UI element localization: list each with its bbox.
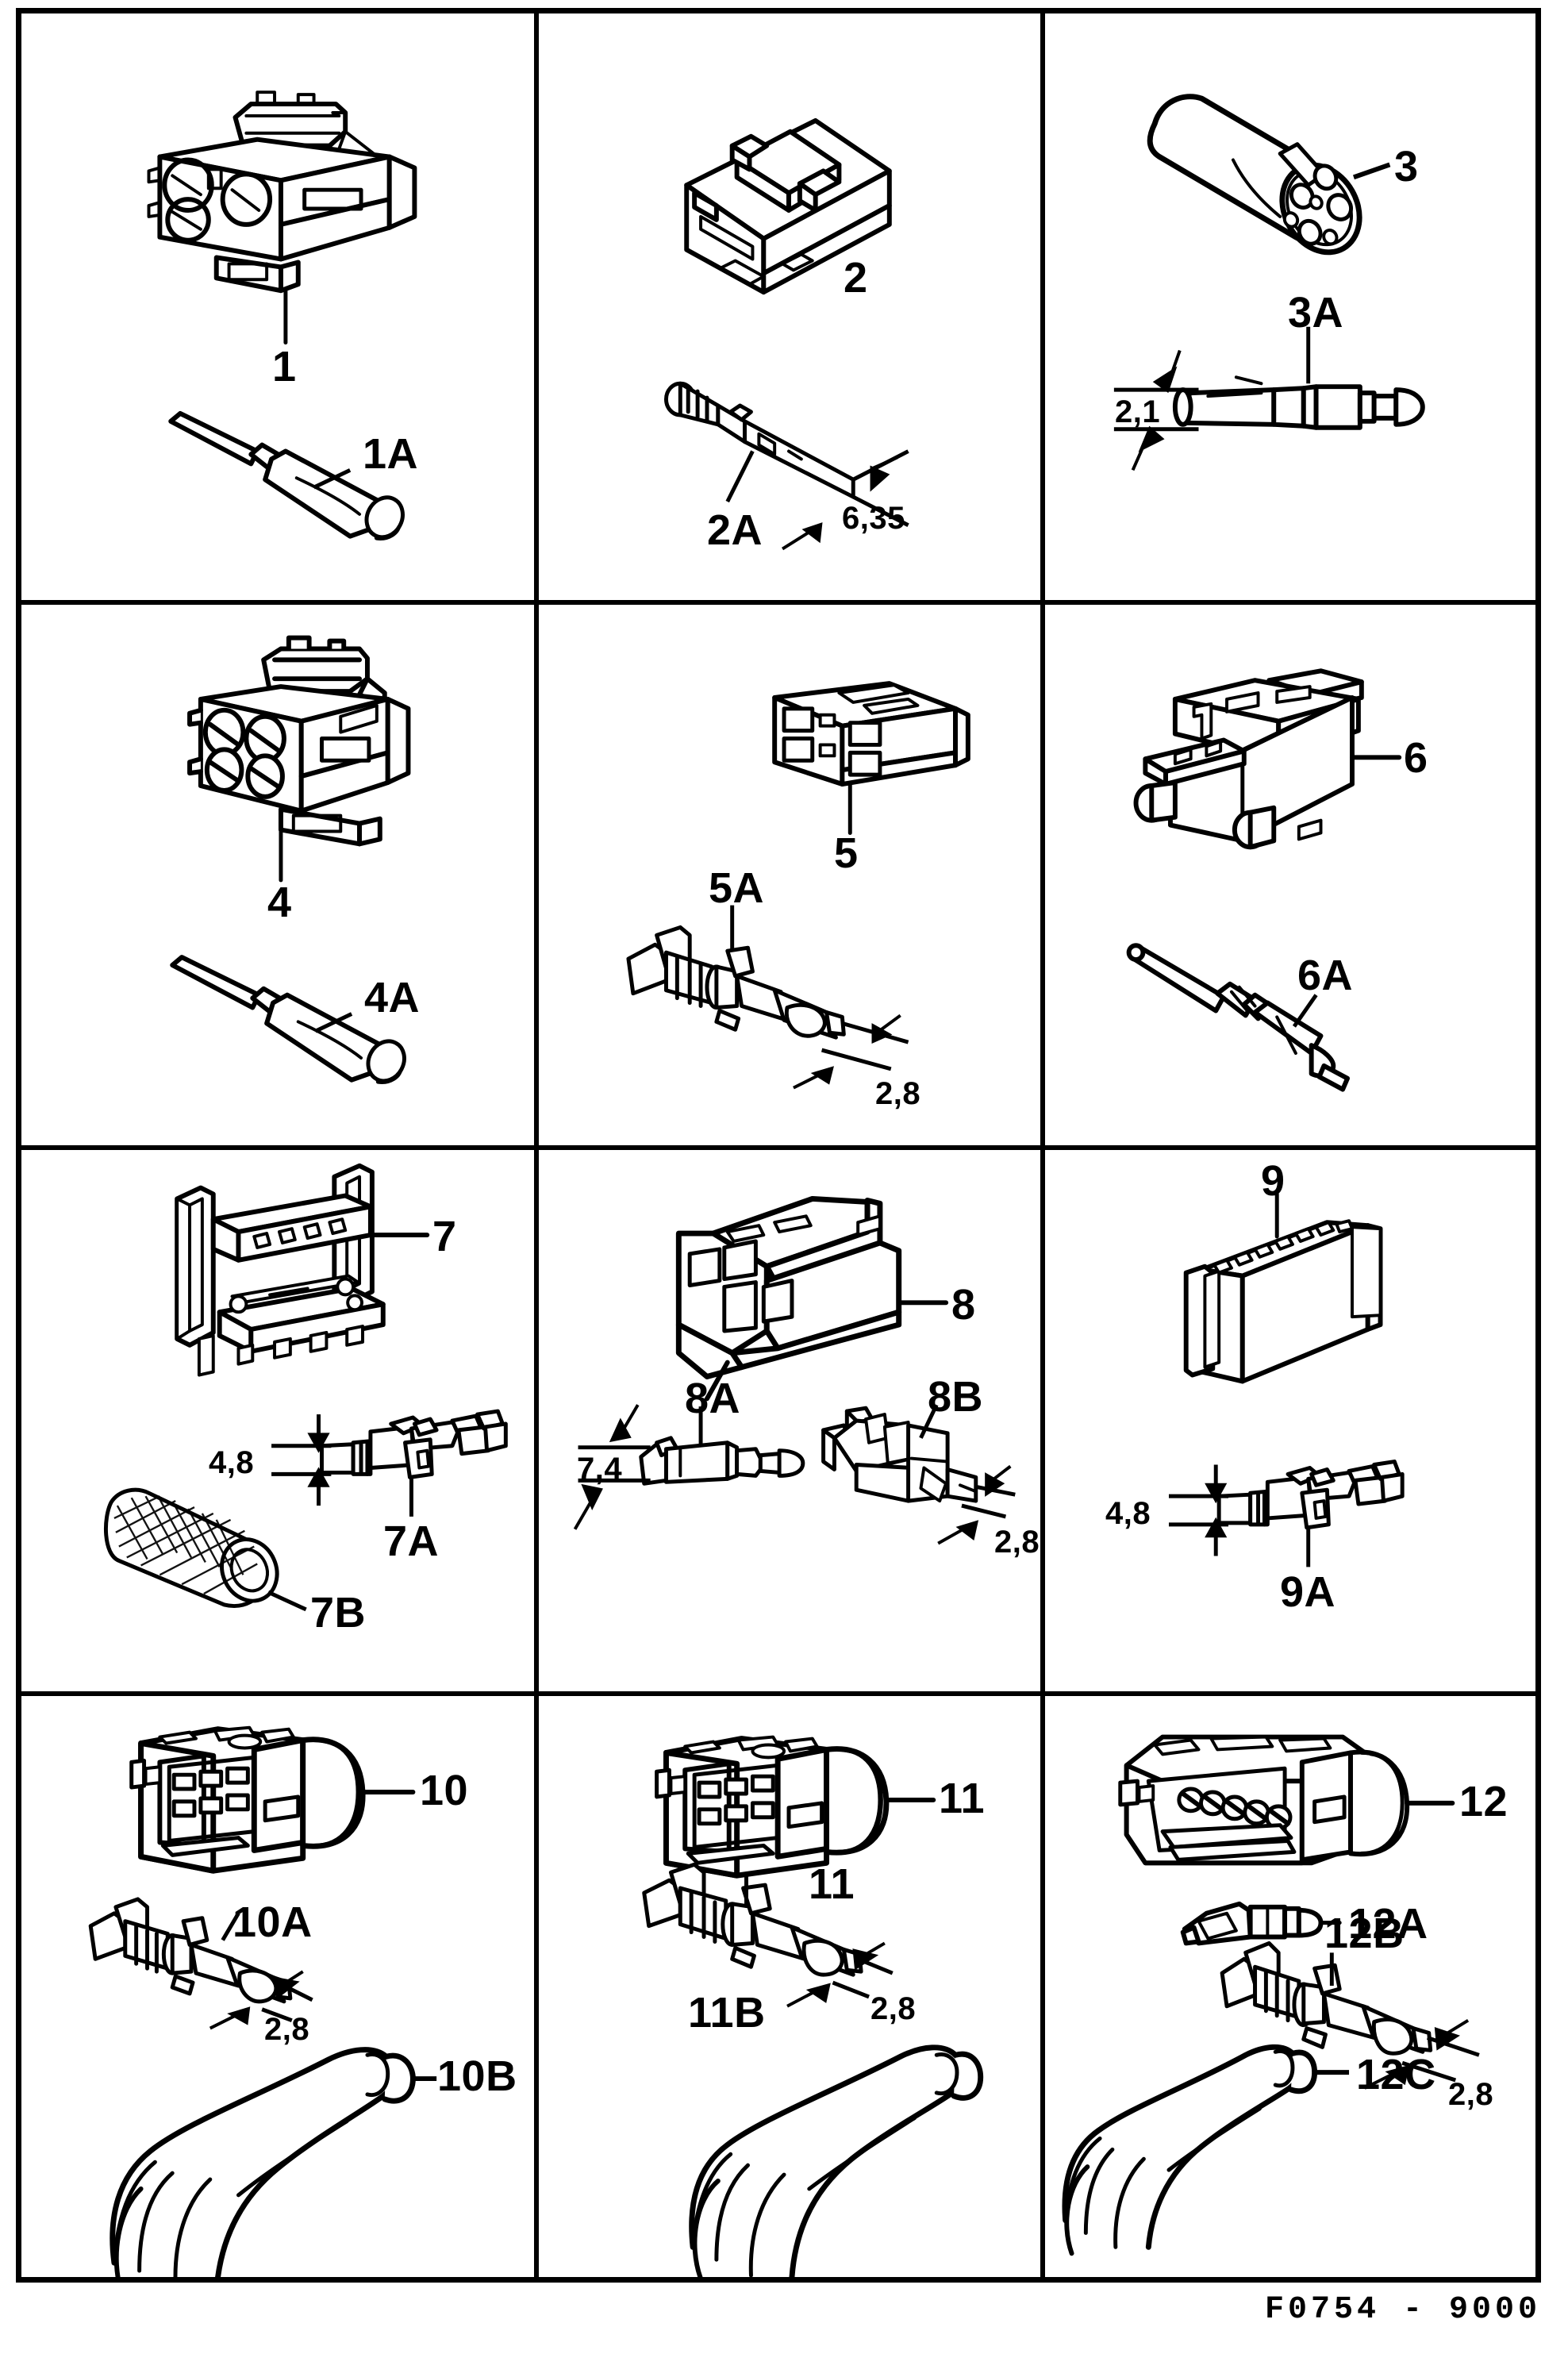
part-label-8: 8	[951, 1281, 976, 1329]
part-label-7A: 7A	[383, 1517, 440, 1565]
parts-cell-6: 6 6A	[1045, 605, 1535, 1150]
dimension-10-2-8: 2,8	[264, 2012, 310, 2047]
part-label-5A: 5A	[709, 864, 765, 912]
parts-cell-8: 8 8A 8B 7,4 2,8	[539, 1150, 1045, 1696]
part-label-12: 12	[1459, 1778, 1508, 1825]
part-label-6A: 6A	[1297, 952, 1354, 999]
cell-7-artwork	[21, 1150, 534, 1691]
part-label-10A: 10A	[233, 1898, 313, 1946]
part-label-12C: 12C	[1356, 2051, 1436, 2098]
parts-cell-5: 5 5A 2,8	[539, 605, 1045, 1150]
dimension-8b-2-8: 2,8	[994, 1525, 1040, 1560]
part-label-11-terminal: 11	[809, 1860, 855, 1908]
part-label-2: 2	[844, 254, 868, 302]
part-label-2A: 2A	[707, 506, 763, 554]
cell-3-artwork	[1045, 13, 1535, 600]
cell-2-artwork	[539, 13, 1040, 600]
parts-cell-7: 7 7A 7B 4,8	[21, 1150, 539, 1696]
dimension-12-2-8: 2,8	[1448, 2077, 1494, 2112]
parts-cell-2: 2 2A 6,35	[539, 13, 1045, 605]
part-label-8B: 8B	[928, 1373, 984, 1421]
parts-grid: 1 1A	[21, 13, 1535, 2277]
dimension-9-4-8: 4,8	[1105, 1496, 1151, 1531]
illustration-frame: 1 1A	[16, 8, 1541, 2283]
dimension-4-8: 4,8	[209, 1445, 255, 1480]
dimension-2-1: 2,1	[1115, 394, 1161, 429]
part-label-4: 4	[267, 879, 292, 926]
dimension-11-2-8: 2,8	[870, 1991, 917, 2026]
cell-6-artwork	[1045, 605, 1535, 1145]
cell-10-artwork	[21, 1696, 534, 2277]
part-label-12A: 12A	[1348, 1900, 1428, 1948]
cell-9-artwork	[1045, 1150, 1535, 1691]
dimension-2-8: 2,8	[875, 1076, 921, 1111]
part-label-11B: 11B	[688, 1989, 766, 2037]
part-label-8A: 8A	[685, 1375, 741, 1422]
parts-cell-10: 10 10A 10B 2,8	[21, 1696, 539, 2277]
part-label-4A: 4A	[364, 974, 421, 1021]
part-label-10B: 10B	[437, 2052, 517, 2100]
part-label-9A: 9A	[1280, 1568, 1336, 1616]
cell-5-artwork	[539, 605, 1040, 1145]
part-label-7B: 7B	[310, 1589, 367, 1637]
parts-cell-1: 1 1A	[21, 13, 539, 605]
cell-4-artwork	[21, 605, 534, 1145]
part-label-3A: 3A	[1288, 289, 1344, 337]
parts-cell-11: 11 11 11B 2,8	[539, 1696, 1045, 2277]
part-label-9: 9	[1261, 1157, 1286, 1205]
part-label-1: 1	[272, 343, 297, 390]
part-label-10: 10	[420, 1767, 469, 1814]
part-label-6: 6	[1404, 734, 1428, 782]
dimension-7-4: 7,4	[577, 1452, 623, 1487]
part-label-7: 7	[432, 1213, 457, 1260]
sheet-reference-code: F0754 - 9000	[1264, 2292, 1541, 2328]
part-label-1A: 1A	[363, 430, 419, 478]
part-label-5: 5	[834, 829, 859, 877]
parts-cell-4: 4 4A	[21, 605, 539, 1150]
cell-11-artwork	[539, 1696, 1040, 2277]
cell-8-artwork	[539, 1150, 1040, 1691]
part-label-11: 11	[939, 1775, 986, 1822]
part-label-3: 3	[1394, 143, 1419, 190]
parts-cell-12: 12 12A 12B 12C 2,8	[1045, 1696, 1535, 2277]
parts-cell-3: 3 3A 2,1	[1045, 13, 1535, 605]
cell-12-artwork	[1045, 1696, 1535, 2277]
cell-1-artwork	[21, 13, 534, 600]
parts-cell-9: 9 9A 4,8	[1045, 1150, 1535, 1696]
dimension-6-35: 6,35	[842, 501, 905, 536]
part-label-12B: 12B	[1324, 1910, 1405, 1957]
